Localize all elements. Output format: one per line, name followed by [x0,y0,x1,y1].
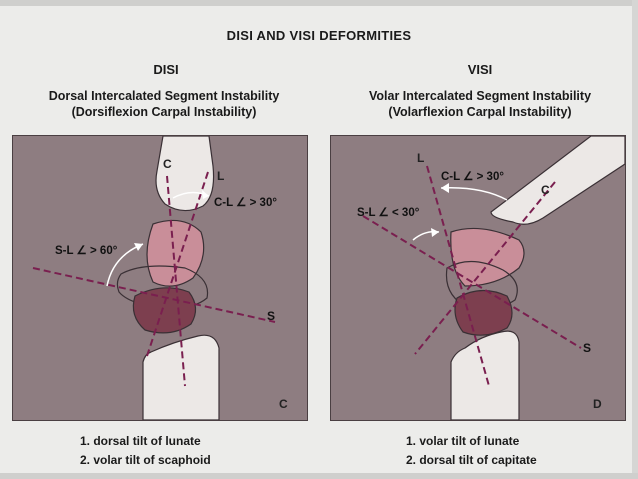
disi-diagram-panel: C L S C-L ∠ > 30° S-L ∠ > 60° C [12,135,308,421]
disi-label-s: S [267,309,275,323]
disi-note-2: 2. volar tilt of scaphoid [80,453,211,467]
visi-scaphoid-bone [454,289,513,336]
slide-edge-top [0,0,638,6]
slide-edge-bottom [0,473,638,479]
visi-capitate-axis [414,181,556,355]
visi-diagram: L C S C-L ∠ > 30° S-L ∠ < 30° D [357,136,625,420]
visi-description-line2: (Volarflexion Carpal Instability) [388,105,572,119]
disi-label-l: L [217,169,224,183]
visi-label-l: L [417,151,424,165]
visi-cl-arrowhead [441,183,449,193]
visi-scaphoid-axis [362,215,582,349]
disi-cl-angle-label: C-L ∠ > 30° [214,197,277,209]
disi-capitate-axis [166,175,186,387]
disi-radius-bone [142,334,220,420]
visi-capitate-bone [490,136,625,225]
visi-note-2: 2. dorsal tilt of capitate [406,453,537,467]
disi-sl-angle-label: S-L ∠ > 60° [55,245,118,257]
visi-note-1: 1. volar tilt of lunate [406,434,520,448]
disi-cl-arrowhead [202,190,209,199]
disi-scaphoid-axis [32,267,276,323]
disi-scaphoid-bone [132,287,197,334]
disi-notes: 1. dorsal tilt of lunate 2. volar tilt o… [80,432,211,470]
disi-description-line2: (Dorsiflexion Carpal Instability) [71,105,257,119]
disi-label-c: C [163,157,172,171]
disi-capitate-bone [155,136,215,212]
disi-diagram: C L S C-L ∠ > 30° S-L ∠ > 60° C [32,136,288,420]
visi-lunate-bone [450,227,525,287]
visi-cl-angle-label: C-L ∠ > 30° [441,171,504,183]
disi-heading: DISI [153,62,179,77]
visi-label-c: C [541,183,550,197]
visi-sl-arrowhead [431,228,439,237]
disi-description: Dorsal Intercalated Segment Instability … [4,88,324,120]
disi-description-line1: Dorsal Intercalated Segment Instability [48,89,280,103]
visi-lunate-axis [426,165,490,387]
visi-label-s: S [583,341,591,355]
visi-cl-angle-arc [440,187,508,201]
visi-heading: VISI [467,62,493,77]
page-title: DISI AND VISI DEFORMITIES [226,28,412,43]
visi-notes: 1. volar tilt of lunate 2. dorsal tilt o… [406,432,537,470]
slide-edge-right [632,0,638,479]
disi-sl-arrowhead [134,243,143,251]
disi-panel-letter: C [279,397,288,411]
visi-description: Volar Intercalated Segment Instability (… [320,88,638,120]
visi-panel-letter: D [593,397,602,411]
disi-note-1: 1. dorsal tilt of lunate [80,434,201,448]
visi-radius-bone [450,330,520,420]
visi-diagram-panel: L C S C-L ∠ > 30° S-L ∠ < 30° D [330,135,626,421]
visi-description-line1: Volar Intercalated Segment Instability [368,89,592,103]
visi-sl-angle-label: S-L ∠ < 30° [357,207,420,219]
